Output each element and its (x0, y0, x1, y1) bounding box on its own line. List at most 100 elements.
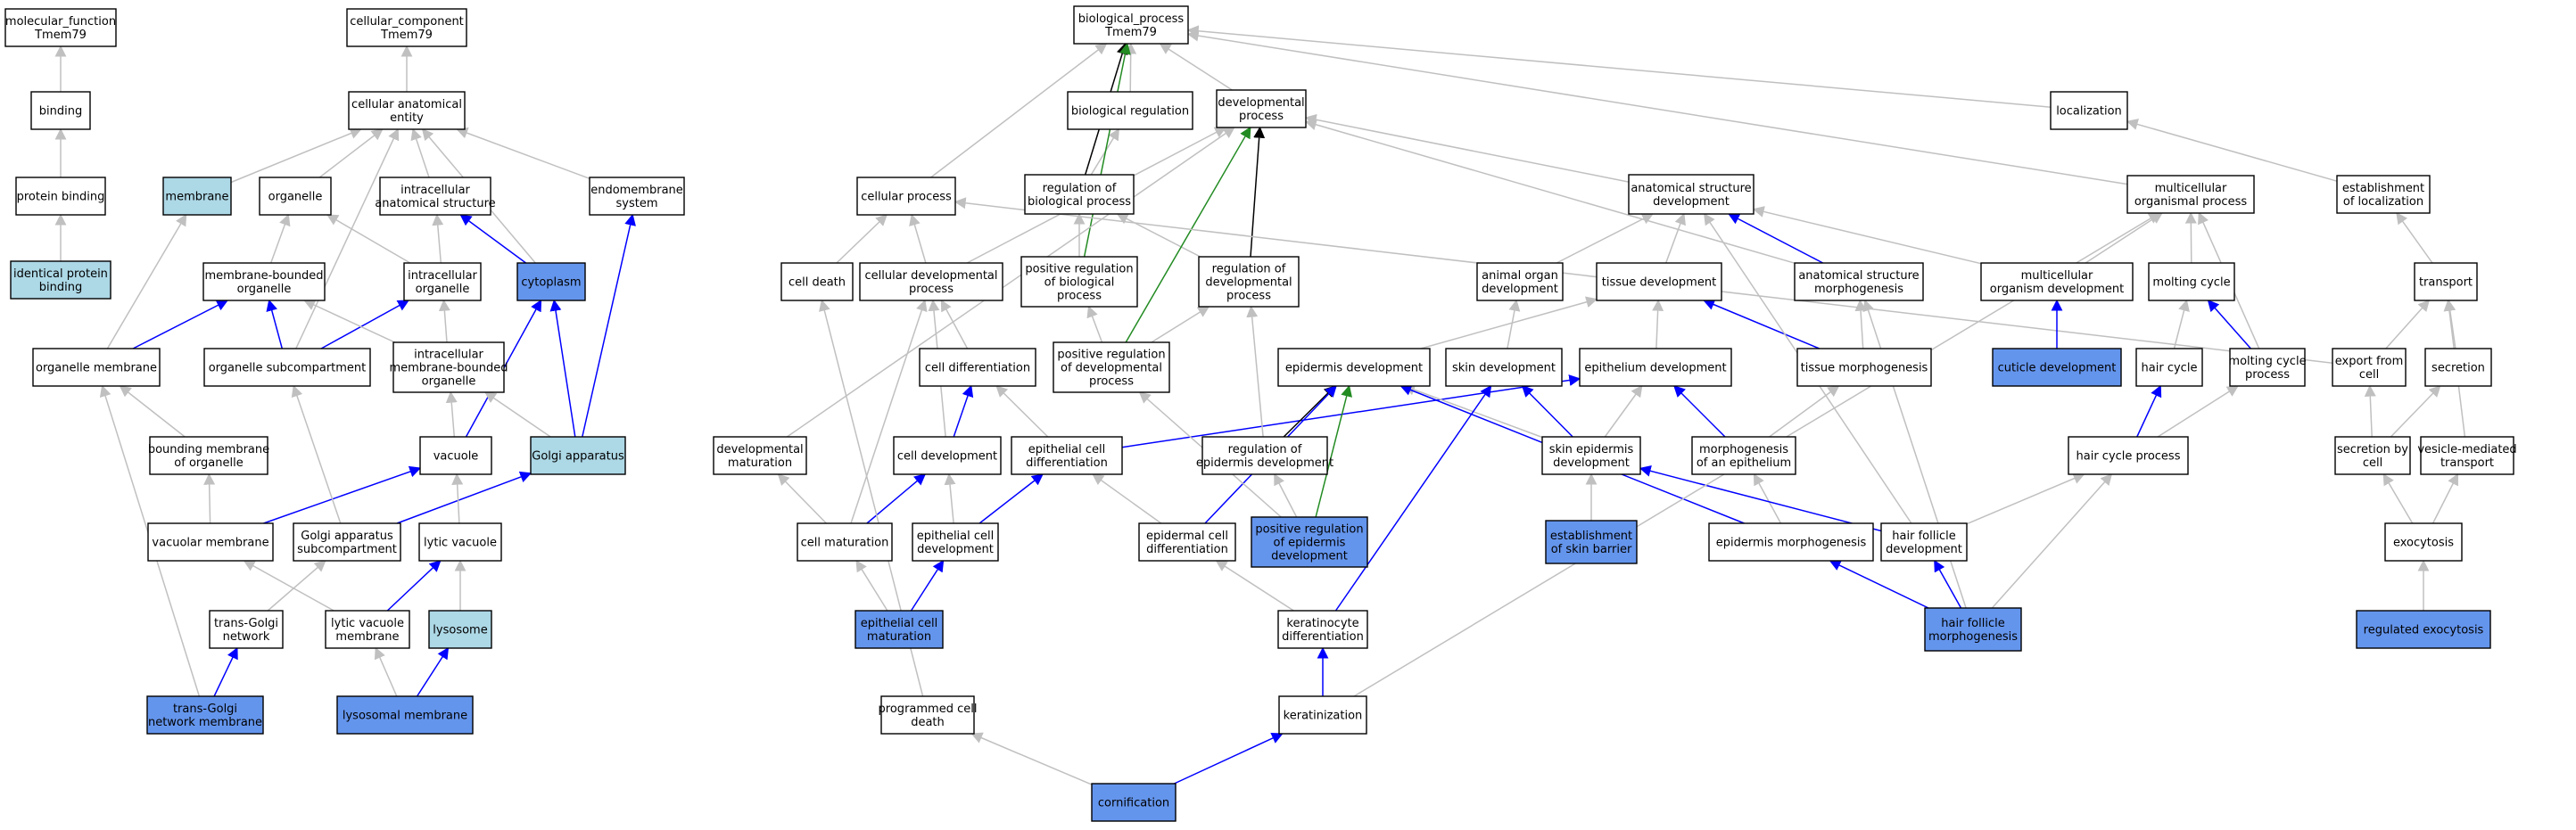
node-label-transport: transport (2419, 276, 2473, 290)
node-box-cuticle (1992, 348, 2122, 387)
node-label-celldevproc: process (909, 283, 954, 296)
edge-is-a-epithdev-to-tissuedev (1652, 299, 1664, 349)
node-label-mop: multicellular (2155, 182, 2227, 195)
node-label-morphepith: morphogenesis (1699, 443, 1788, 456)
edge-part-of-cytoplasm-to-ias (459, 214, 527, 264)
node-protbind: protein binding (15, 177, 106, 216)
edge-part-of-celldevt-to-celldiff (953, 384, 974, 438)
node-label-estskin: of skin barrier (1551, 543, 1632, 556)
edge-part-of-cellmat-to-celldevt (866, 473, 927, 524)
node-label-cytoplasm: cytoplasm (521, 276, 581, 290)
node-label-devmat: maturation (728, 456, 792, 470)
node-box-skindev (1445, 348, 1563, 387)
node-label-devproc: developmental (1218, 96, 1304, 110)
node-box-cc (346, 8, 467, 47)
edge-is-a-endo-to-cae (456, 127, 590, 180)
node-label-tgnm: network membrane (148, 716, 262, 729)
edge-part-of-tissuemorph-to-tissuedev (1703, 299, 1820, 349)
edge-part-of-golgi-to-endo (582, 213, 636, 438)
edge-part-of-morphepith-to-epithdev (1673, 385, 1726, 438)
edge-is-a-epidcelldiff-to-epcelldiff (1092, 473, 1162, 524)
node-tissuedev: tissue development (1596, 262, 1722, 301)
edge-is-a-transport-to-estloc (2396, 211, 2433, 264)
edge-is-a-posregdev-to-regdev (1151, 306, 1210, 343)
node-box-haircycle (2135, 348, 2203, 387)
node-label-epithdev: epithelium development (1584, 362, 1726, 375)
node-box-asm (1794, 262, 1924, 301)
node-lysmem: lysosomal membrane (336, 695, 474, 735)
node-box-vmt (2420, 436, 2514, 475)
node-box-idprot (10, 260, 111, 300)
node-label-bioreg: biological regulation (1071, 105, 1189, 119)
node-label-tgnm: trans-Golgi (173, 703, 237, 716)
edge-part-of-asm-to-asd (1728, 213, 1824, 264)
node-box-posregepi (1251, 516, 1368, 568)
node-label-imbo: intracellular (414, 349, 483, 362)
node-box-epimorph (1708, 522, 1874, 562)
edge-is-a-skindev-to-aod (1507, 299, 1521, 349)
node-label-epidev: epidermis development (1285, 362, 1423, 375)
edge-is-a-epidev-to-tissuedev (1420, 296, 1598, 349)
node-box-bp (1073, 5, 1189, 45)
node-label-cae: entity (390, 111, 424, 125)
node-label-mop: organismal process (2134, 195, 2247, 209)
node-label-estskin: establishment (1550, 530, 1632, 543)
node-box-regdev (1198, 256, 1300, 308)
edge-is-a-vacmem-to-bmo (203, 473, 216, 524)
node-box-mf (4, 8, 117, 47)
edge-is-a-hfm-to-asm (1862, 299, 1967, 609)
node-label-aod: development (1482, 283, 1558, 296)
node-label-regdev: developmental (1205, 276, 1292, 290)
node-box-devmat (713, 436, 807, 475)
node-haircycle: hair cycle (2135, 348, 2203, 387)
node-label-epcellmat: epithelial cell (861, 617, 938, 630)
edge-layer (54, 25, 2466, 785)
node-label-celldevt: cell development (897, 450, 997, 464)
node-label-lysosome: lysosome (433, 624, 487, 637)
node-label-keratinization: keratinization (1284, 710, 1363, 723)
node-box-hfd (1880, 522, 1968, 562)
node-label-regbp: regulation of (1043, 182, 1117, 195)
edge-is-a-hcp-to-mcp (2157, 385, 2239, 438)
node-label-regexo: regulated exocytosis (2364, 624, 2484, 637)
node-label-estloc: establishment (2342, 182, 2424, 195)
node-epithdev: epithelium development (1579, 348, 1732, 387)
edge-part-of-lvm-to-lytvac (386, 560, 442, 612)
node-box-regexo (2356, 610, 2491, 649)
edge-part-of-golgisub-to-golgi (396, 471, 533, 524)
node-box-orgsub (203, 348, 371, 387)
edge-part-of-hcp-to-haircycle (2136, 384, 2162, 438)
edge-part-of-kerdiff-to-skindev (1334, 384, 1492, 612)
node-box-epcelldevt (912, 522, 999, 562)
node-box-celldiff (919, 348, 1036, 387)
edge-is-a-mod-to-mop (2085, 212, 2163, 264)
node-label-mbo: membrane-bounded (204, 269, 323, 283)
node-label-morphepith: of an epithelium (1697, 456, 1791, 470)
edge-is-a-haircycle-to-moltcycle (2173, 299, 2190, 349)
node-label-regdev: process (1226, 290, 1271, 303)
node-label-hfd: development (1886, 543, 1962, 556)
edge-is-a-membrane-to-cae (230, 127, 362, 184)
edge-is-a-cornification-to-pcd (970, 732, 1093, 785)
edge-is-a-intorg-to-ias (432, 213, 444, 264)
edge-is-a-exocytosis-to-vmt (2432, 473, 2459, 524)
node-label-hfd: hair follicle (1892, 530, 1955, 543)
node-label-skindev: skin development (1452, 362, 1556, 375)
node-box-cellmat (797, 522, 893, 562)
node-box-transport (2414, 262, 2478, 301)
node-box-bmo (149, 436, 268, 475)
node-box-epidcelldiff (1138, 522, 1236, 562)
node-box-imbo (392, 341, 505, 393)
edge-positively-regulates-posregepi-to-epidev (1315, 384, 1353, 518)
